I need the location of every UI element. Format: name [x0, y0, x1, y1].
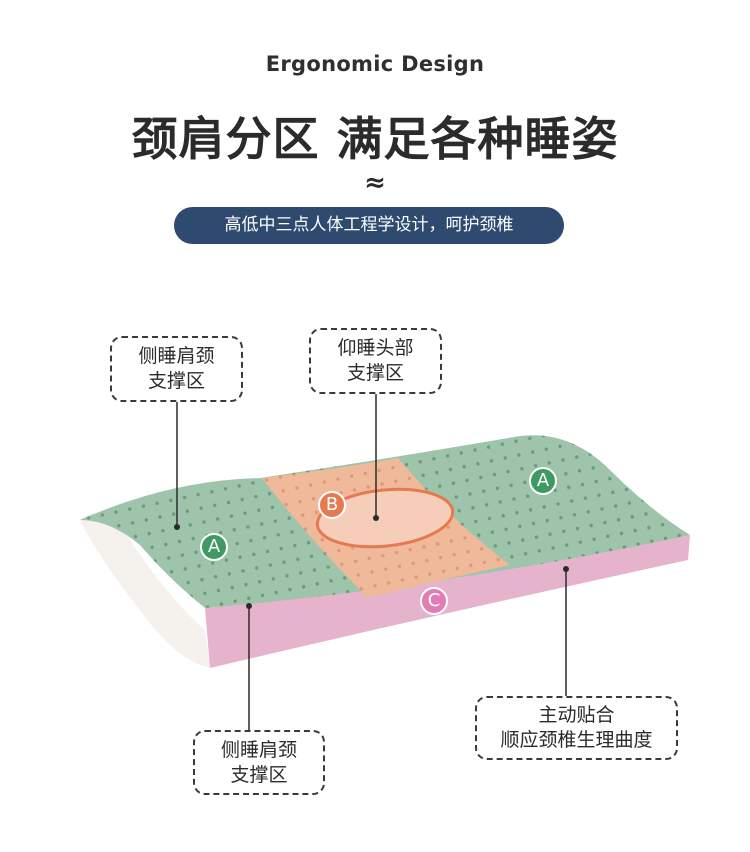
callout-side-sleep-top-line1: 侧睡肩颈 [138, 345, 215, 367]
zone-a-left-badge: A [200, 533, 228, 561]
divider-tilde: ≈ [364, 168, 386, 198]
zone-b-badge: B [318, 491, 346, 519]
callout-side-sleep-top: 侧睡肩颈 支撑区 [110, 336, 243, 402]
tagline-pill: 高低中三点人体工程学设计，呵护颈椎 [174, 207, 564, 244]
zone-c-badge: C [420, 587, 448, 615]
callout-back-sleep-line1: 仰睡头部 [337, 337, 414, 359]
callout-side-sleep-top-line2: 支撑区 [147, 370, 205, 392]
callout-curve-fit-line2: 顺应颈椎生理曲度 [500, 729, 653, 751]
headline: 颈肩分区 满足各种睡姿 [131, 112, 619, 166]
zone-a-right-badge: A [529, 467, 557, 495]
callout-side-sleep-bottom-line1: 侧睡肩颈 [220, 738, 297, 761]
callout-back-sleep-line2: 支撑区 [346, 362, 404, 384]
callout-curve-fit-line1: 主动贴合 [538, 704, 615, 726]
pillow-side-face [80, 513, 210, 668]
callout-side-sleep-bottom: 侧睡肩颈 支撑区 [193, 730, 325, 795]
tagline-text: 高低中三点人体工程学设计，呵护颈椎 [224, 215, 514, 235]
callout-curve-fit: 主动贴合 顺应颈椎生理曲度 [475, 696, 678, 760]
subtitle-english: Ergonomic Design [265, 52, 485, 76]
callout-side-sleep-bottom-line2: 支撑区 [230, 763, 288, 786]
callout-back-sleep: 仰睡头部 支撑区 [309, 328, 442, 394]
head-recess [315, 487, 455, 549]
